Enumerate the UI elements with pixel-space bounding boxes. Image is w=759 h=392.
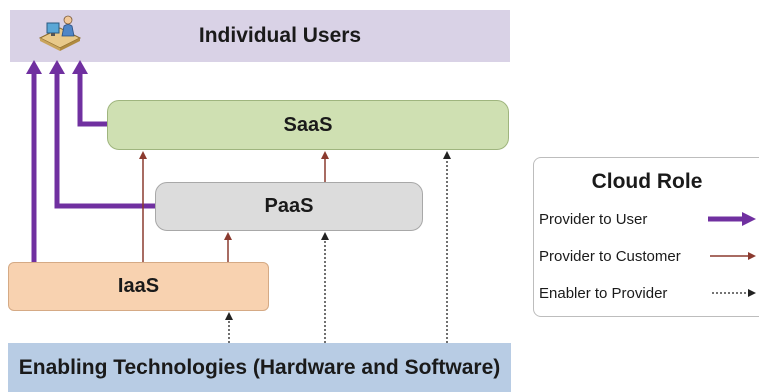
legend-box: Cloud Role Provider to User Provider to … xyxy=(533,157,759,317)
legend-swatch-dotted-black-arrow xyxy=(712,289,756,297)
enabler-to-provider-arrows xyxy=(225,151,451,343)
iaas-label: IaaS xyxy=(117,275,160,297)
legend-item-provider-to-user: Provider to User xyxy=(539,211,647,228)
paas-label: PaaS xyxy=(264,195,314,217)
individual-users-label: Individual Users xyxy=(198,24,362,47)
legend-label: Provider to Customer xyxy=(539,248,681,265)
paas-layer-box: PaaS xyxy=(155,182,423,231)
legend-label: Enabler to Provider xyxy=(539,285,668,302)
individual-users-bar: Individual Users xyxy=(10,10,510,62)
computer-user-icon xyxy=(38,15,82,51)
legend-label: Provider to User xyxy=(539,211,648,228)
legend-item-provider-to-customer: Provider to Customer xyxy=(539,248,681,265)
saas-layer-box: SaaS xyxy=(107,100,509,150)
enabling-technologies-bar: Enabling Technologies (Hardware and Soft… xyxy=(8,343,511,392)
legend-swatch-thick-purple-arrow xyxy=(708,212,756,226)
legend-title: Cloud Role xyxy=(591,170,703,193)
provider-to-customer-arrows xyxy=(139,151,329,262)
provider-to-user-arrows xyxy=(26,60,155,262)
iaas-layer-box: IaaS xyxy=(8,262,269,311)
legend-swatch-thin-brown-arrow xyxy=(710,252,756,260)
enabling-technologies-label: Enabling Technologies (Hardware and Soft… xyxy=(18,355,501,379)
legend-item-enabler-to-provider: Enabler to Provider xyxy=(539,285,667,302)
saas-label: SaaS xyxy=(283,113,333,136)
